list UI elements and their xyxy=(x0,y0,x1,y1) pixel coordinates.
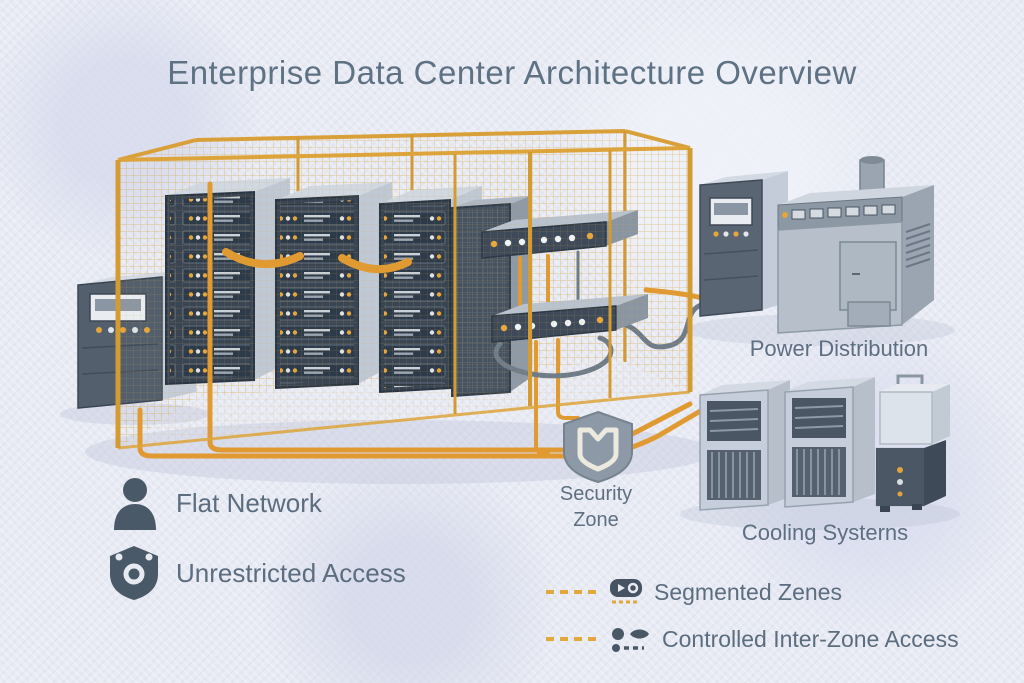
security-shield-icon xyxy=(563,410,633,484)
dashed-line xyxy=(546,637,602,641)
cooling-unit-1 xyxy=(699,380,790,511)
zone-chip-icon xyxy=(610,579,642,604)
power-ups-tower xyxy=(699,171,788,317)
person-icon xyxy=(114,478,156,530)
security-zone-label: Security Zone xyxy=(559,483,633,531)
legend-segmented-zones: Segmented Zenes xyxy=(546,578,842,606)
shield-eye-icon xyxy=(110,546,158,600)
page-title: Enterprise Data Center Architecture Over… xyxy=(167,54,857,91)
legend-controlled-interzone-label: Controlled Inter-Zone Access xyxy=(662,625,959,652)
security-cage-front xyxy=(115,146,693,450)
dots-arrow-icon xyxy=(612,628,649,652)
generator-unit xyxy=(777,156,934,334)
legend-unrestricted-access-label: Unrestricted Access xyxy=(176,557,406,588)
chiller-unit xyxy=(875,374,950,512)
legend-unrestricted-access: Unrestricted Access xyxy=(106,544,406,602)
cooling-systems-label: Cooling Systerns xyxy=(741,520,909,545)
cooling-unit-2 xyxy=(784,377,875,508)
legend-flat-network-label: Flat Network xyxy=(176,487,322,518)
dashed-line xyxy=(546,590,602,594)
power-distribution-label: Power Distribution xyxy=(749,336,929,361)
legend-flat-network: Flat Network xyxy=(112,476,322,530)
legend-controlled-interzone: Controlled Inter-Zone Access xyxy=(546,624,959,654)
legend-segmented-zones-label: Segmented Zenes xyxy=(654,578,842,605)
